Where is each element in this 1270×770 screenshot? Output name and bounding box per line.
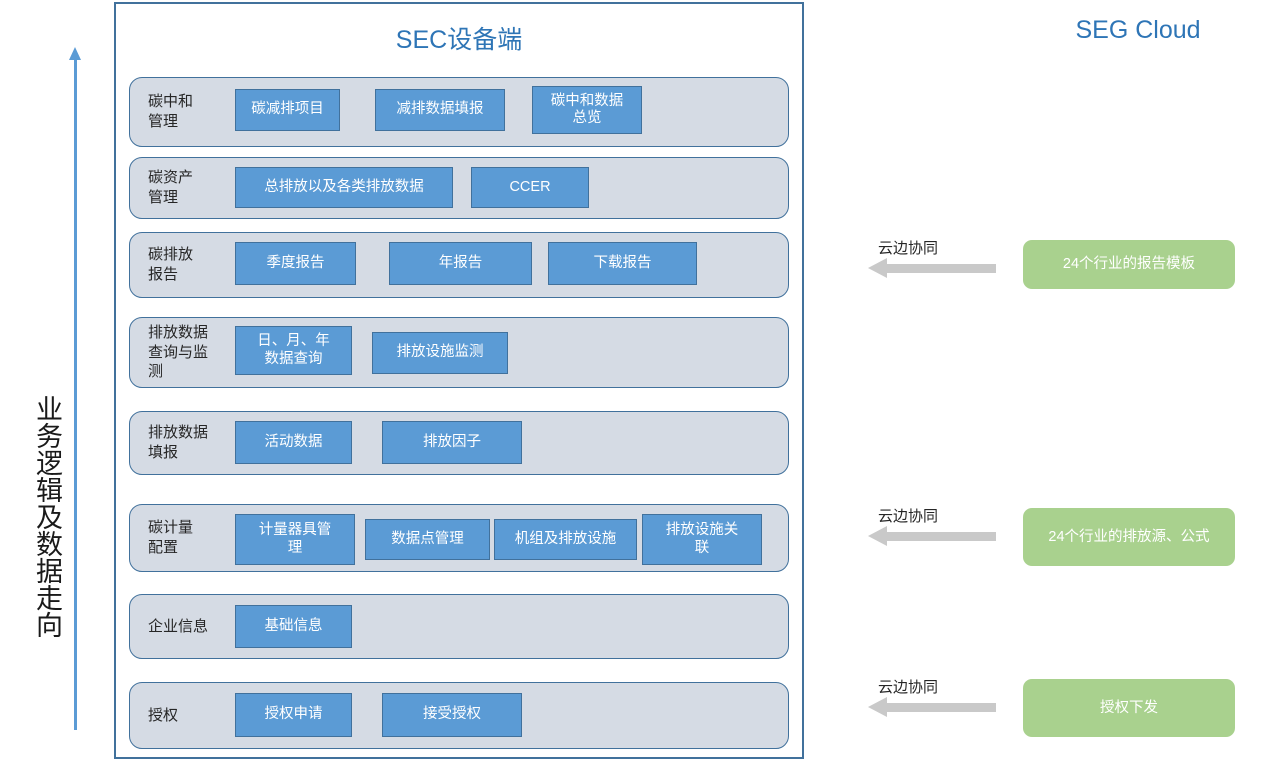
module-row-buttons: 总排放以及各类排放数据 CCER xyxy=(235,158,788,218)
sec-device-title: SEC设备端 xyxy=(395,26,523,54)
module-button[interactable]: 排放设施关 联 xyxy=(642,514,762,565)
module-row: 排放数据 填报活动数据排放因子 xyxy=(129,411,789,475)
module-row-label: 授权 xyxy=(148,706,179,724)
sync-arrow-left-head-icon xyxy=(868,258,887,278)
cloud-sync-label: 云边协同 xyxy=(878,679,939,696)
sync-arrow-shaft xyxy=(886,264,996,273)
module-row: 排放数据 查询与监 测日、月、年 数据查询排放设施监测 xyxy=(129,317,789,388)
cloud-capability-card[interactable]: 授权下发 xyxy=(1023,679,1235,737)
flow-arrow-shaft xyxy=(74,58,77,730)
sync-arrow-left-head-icon xyxy=(868,697,887,717)
sync-arrow-shaft xyxy=(886,532,996,541)
module-row: 碳中和 管理 碳减排项目减排数据填报碳中和数据 总览 xyxy=(129,77,789,147)
cloud-capability-card[interactable]: 24个行业的排放源、公式 xyxy=(1023,508,1235,566)
cloud-sync-arrow-group: 云边协同 xyxy=(868,505,1008,555)
module-button[interactable]: 碳减排项目 xyxy=(235,89,340,131)
sync-arrow-shaft xyxy=(886,703,996,712)
module-button[interactable]: 基础信息 xyxy=(235,605,352,648)
cloud-sync-arrow-group: 云边协同 xyxy=(868,237,1008,287)
module-button[interactable]: 接受授权 xyxy=(382,693,522,737)
module-button[interactable]: 减排数据填报 xyxy=(375,89,505,131)
module-button[interactable]: 年报告 xyxy=(389,242,532,285)
flow-direction-label: 业务逻辑及数据走向 xyxy=(32,394,62,638)
module-button[interactable]: 日、月、年 数据查询 xyxy=(235,326,352,375)
module-button[interactable]: 总排放以及各类排放数据 xyxy=(235,167,453,208)
module-row-label: 企业信息 xyxy=(148,617,209,635)
module-row-label: 排放数据 查询与监 测 xyxy=(148,323,209,381)
module-button[interactable]: 活动数据 xyxy=(235,421,352,464)
module-row-label: 碳计量 配置 xyxy=(148,519,194,556)
cloud-sync-label: 云边协同 xyxy=(878,508,939,525)
cloud-sync-label: 云边协同 xyxy=(878,240,939,257)
module-row-buttons: 基础信息 xyxy=(235,595,788,658)
module-button[interactable]: 排放因子 xyxy=(382,421,522,464)
sync-arrow-left-head-icon xyxy=(868,526,887,546)
module-button[interactable]: 季度报告 xyxy=(235,242,356,285)
module-row-label: 碳排放 报告 xyxy=(148,246,194,283)
module-row-buttons: 活动数据排放因子 xyxy=(235,412,788,474)
seg-cloud-title: SEG Cloud xyxy=(1075,16,1201,44)
module-button[interactable]: 机组及排放设施 xyxy=(494,519,637,560)
module-row-buttons: 碳减排项目减排数据填报碳中和数据 总览 xyxy=(235,78,788,146)
module-button[interactable]: CCER xyxy=(471,167,589,208)
module-button[interactable]: 排放设施监测 xyxy=(372,332,508,374)
flow-arrow-head xyxy=(69,47,81,60)
sec-device-panel: SEC设备端 碳中和 管理 碳减排项目减排数据填报碳中和数据 总览碳资产 管理 总排… xyxy=(114,2,804,759)
cloud-sync-arrow-group: 云边协同 xyxy=(868,676,1008,726)
module-row: 碳资产 管理 总排放以及各类排放数据 CCER xyxy=(129,157,789,219)
module-row-buttons: 季度报告年报告下载报告 xyxy=(235,233,788,297)
module-row: 企业信息 基础信息 xyxy=(129,594,789,659)
module-button[interactable]: 数据点管理 xyxy=(365,519,490,560)
cloud-capability-card[interactable]: 24个行业的报告模板 xyxy=(1023,240,1235,289)
module-row-buttons: 日、月、年 数据查询排放设施监测 xyxy=(235,318,788,387)
module-row: 碳排放 报告 季度报告年报告下载报告 xyxy=(129,232,789,298)
module-button[interactable]: 授权申请 xyxy=(235,693,352,737)
module-row-buttons: 授权申请接受授权 xyxy=(235,683,788,748)
module-button[interactable]: 碳中和数据 总览 xyxy=(532,86,642,134)
module-row-label: 碳资产 管理 xyxy=(148,169,194,206)
module-row-label: 碳中和 管理 xyxy=(148,93,194,130)
module-row: 授权 授权申请接受授权 xyxy=(129,682,789,749)
module-button[interactable]: 计量器具管 理 xyxy=(235,514,355,565)
module-row: 碳计量 配置 计量器具管 理数据点管理机组及排放设施排放设施关 联 xyxy=(129,504,789,572)
module-button[interactable]: 下载报告 xyxy=(548,242,697,285)
module-row-buttons: 计量器具管 理数据点管理机组及排放设施排放设施关 联 xyxy=(235,505,788,571)
module-row-label: 排放数据 填报 xyxy=(148,424,209,461)
